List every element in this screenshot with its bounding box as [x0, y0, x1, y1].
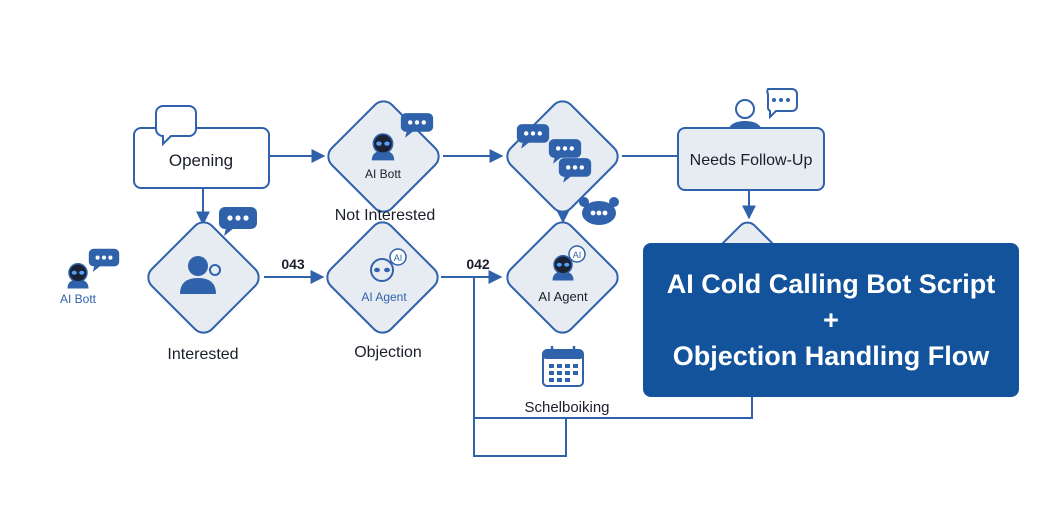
robot-icon	[66, 262, 90, 290]
chat-node	[506, 100, 619, 213]
phone-person-icon	[180, 256, 221, 294]
title-line-2: Objection Handling Flow	[672, 341, 990, 371]
connectors	[196, 149, 756, 457]
title-text: AI Cold Calling Bot Script + Objection H…	[661, 266, 1001, 374]
objection-label: Objection	[354, 344, 422, 361]
ai-badge-icon: AI	[389, 248, 407, 266]
robot-icon	[370, 258, 394, 282]
svg-text:AI: AI	[394, 253, 403, 263]
title-banner: AI Cold Calling Bot Script + Objection H…	[643, 243, 1019, 397]
interested-node	[147, 221, 260, 334]
opening-label: Opening	[169, 151, 233, 170]
edge-label-042: 042	[466, 256, 490, 272]
objection-node: AI AI Agent	[326, 221, 439, 334]
interested-label: Interested	[167, 346, 238, 363]
robot-face-icon	[579, 197, 619, 225]
title-line-1: AI Cold Calling Bot Script +	[666, 269, 996, 335]
edge-loop-outer	[473, 277, 753, 457]
ai-bot-top-label: AI Bott	[365, 167, 402, 181]
edge-label-043: 043	[281, 256, 305, 272]
ai-agent-right-node: AI AI Agent	[506, 221, 619, 334]
speech-bubble-icon	[155, 105, 197, 147]
objection-agent-label: AI Agent	[361, 290, 407, 304]
svg-text:AI: AI	[573, 250, 582, 260]
not-interested-label: Not Interested	[335, 207, 436, 224]
scheduling-label: Schelboiking	[524, 399, 609, 416]
speech-bubble-icon	[766, 88, 798, 120]
opening-node: Opening	[133, 127, 270, 189]
calendar-icon	[542, 346, 584, 387]
ai-agent-right-label: AI Agent	[538, 289, 588, 304]
robot-icon	[370, 133, 396, 162]
ai-badge-icon: AI	[568, 245, 586, 263]
needs-follow-up-label: Needs Follow-Up	[690, 152, 813, 169]
chat-dots-icon	[88, 248, 120, 272]
chat-dots-icon	[219, 207, 257, 236]
side-bot-node: AI Bott	[60, 248, 120, 306]
side-bot-label: AI Bott	[60, 292, 97, 306]
needs-follow-up-node: Needs Follow-Up	[677, 127, 825, 191]
